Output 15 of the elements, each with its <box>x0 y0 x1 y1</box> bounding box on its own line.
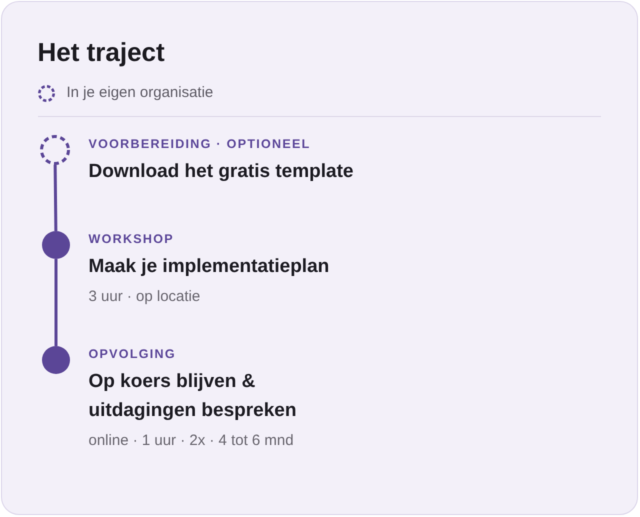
legend-label: In je eigen organisatie <box>66 82 214 102</box>
timeline-marker <box>42 230 70 258</box>
connector-line <box>53 164 57 231</box>
step-category: WORKSHOP <box>88 230 174 246</box>
diagram-title: Het traject <box>38 36 165 68</box>
step-title: Download het gratis template <box>88 160 354 184</box>
step-category: VOORBEREIDING · OPTIONEEL <box>88 136 311 152</box>
step-details: 3 uur · op locatie <box>88 286 200 306</box>
timeline-marker <box>42 346 70 374</box>
step-category: OPVOLGING <box>88 346 176 362</box>
connector-line <box>54 258 57 346</box>
step-details: online · 1 uur · 2x · 4 tot 6 mnd <box>88 430 294 450</box>
dashed-timeline-marker <box>40 134 70 164</box>
step-title: Op koers blijven & uitdagingen bespreken <box>88 370 298 422</box>
step-title: Maak je implementatieplan <box>88 254 330 278</box>
